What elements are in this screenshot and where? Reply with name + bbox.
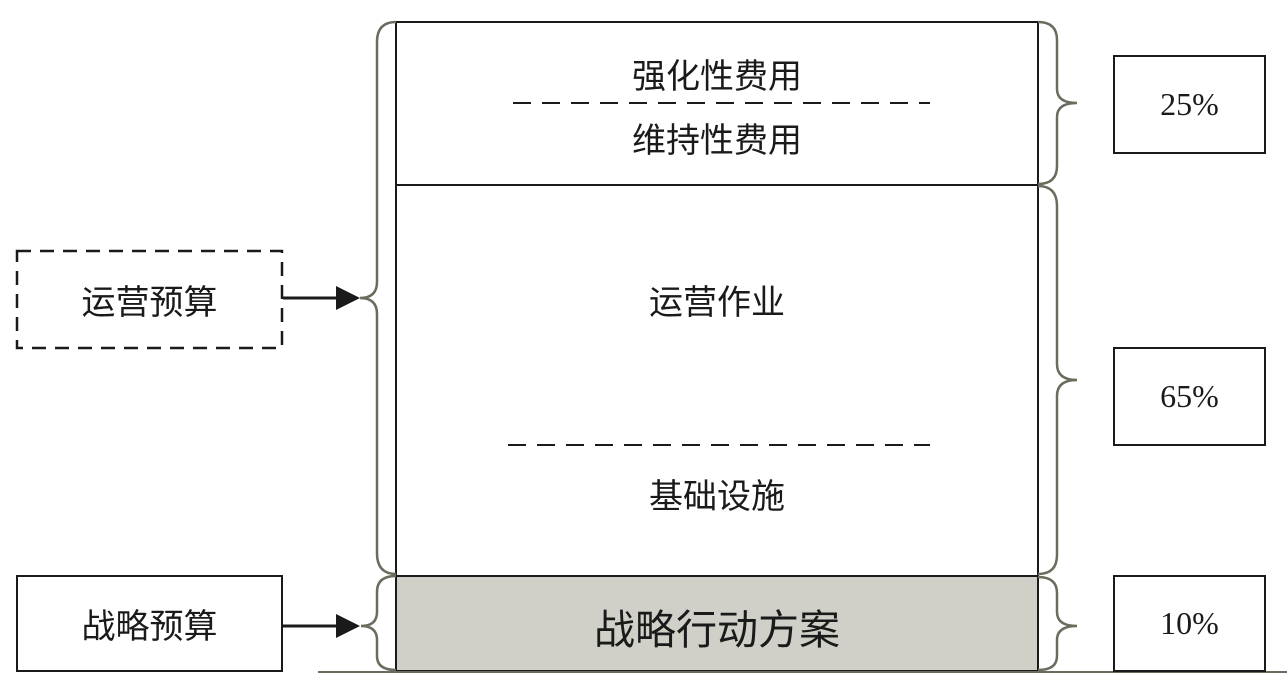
operating-budget-label: 运营预算	[81, 283, 218, 323]
left-brace-strategic	[360, 574, 397, 672]
percent-box-bottom	[1113, 575, 1266, 672]
strategic-budget-box	[16, 575, 283, 672]
percent-bottom-label: 10%	[1160, 605, 1219, 641]
operating-budget-box	[15, 249, 284, 350]
operations-label: 运营作业	[649, 282, 785, 323]
operating-arrowhead	[336, 286, 360, 310]
right-brace-bottom	[1037, 575, 1078, 672]
strategy-fill	[396, 576, 1038, 671]
strategic-arrowhead	[336, 614, 360, 638]
maintenance-cost-label: 维持性费用	[632, 120, 802, 161]
percent-box-top	[1113, 55, 1266, 154]
percent-middle-label: 65%	[1160, 378, 1219, 414]
infrastructure-label: 基础设施	[649, 476, 785, 517]
right-brace-middle	[1037, 184, 1078, 576]
reinforcement-cost-label: 强化性费用	[632, 56, 802, 97]
left-brace-operating	[359, 20, 397, 576]
right-brace-top	[1037, 20, 1078, 186]
strategic-budget-label: 战略预算	[81, 607, 218, 647]
percent-box-middle	[1113, 347, 1266, 446]
strategic-action-plan-label: 战略行动方案	[594, 606, 840, 654]
percent-top-label: 25%	[1160, 86, 1219, 122]
